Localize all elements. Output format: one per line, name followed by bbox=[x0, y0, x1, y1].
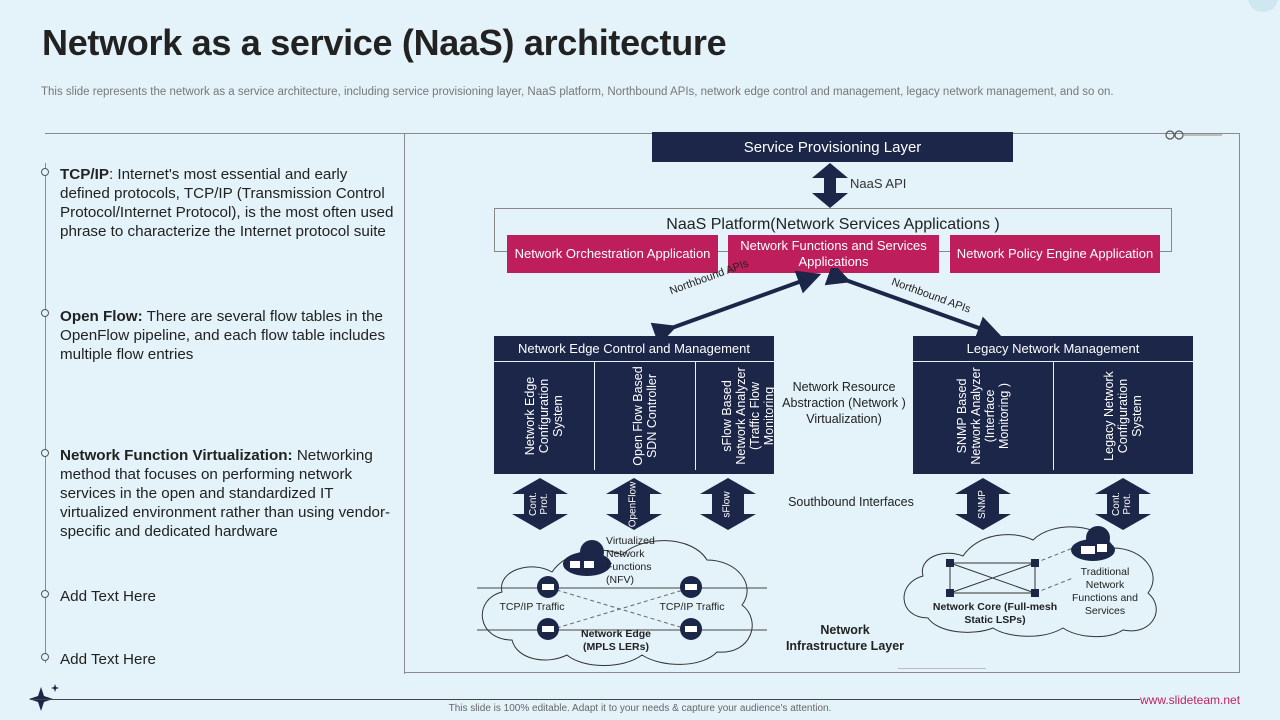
traditional-label: Traditional Network Functions and Servic… bbox=[1072, 566, 1138, 617]
list-item-text: Add Text Here bbox=[60, 651, 156, 668]
footer-note: This slide is 100% editable. Adapt it to… bbox=[448, 703, 832, 714]
decor-circle bbox=[1248, 0, 1278, 12]
southbound-arrow bbox=[512, 478, 568, 530]
list-item-add-text: Add Text Here bbox=[60, 650, 395, 669]
southbound-arrow-label-wrap: Cont. Prot. bbox=[519, 483, 559, 525]
edge-col-label: Open Flow Based SDN Controller bbox=[631, 366, 659, 466]
timeline-dot bbox=[41, 449, 49, 457]
list-item-heading: Network Function Virtualization: bbox=[60, 447, 293, 464]
timeline-line bbox=[45, 163, 46, 663]
edge-col: Network Edge Configuration System bbox=[494, 362, 595, 470]
infrastructure-label: Network Infrastructure Layer bbox=[785, 623, 905, 653]
router-icon bbox=[680, 576, 702, 598]
southbound-arrow-label-wrap: OpenFlow bbox=[613, 481, 653, 527]
legacy-col-label: Legacy Network Configuration System bbox=[1102, 371, 1145, 461]
footer-url[interactable]: www.slideteam.net bbox=[1140, 693, 1241, 707]
network-core-label: Network Core (Full-mesh Static LSPs) bbox=[932, 601, 1058, 626]
node-icon bbox=[1031, 559, 1039, 567]
list-item-openflow: Open Flow: There are several flow tables… bbox=[60, 307, 395, 364]
legacy-box: Legacy Network Management SNMP Based Net… bbox=[913, 336, 1193, 474]
edge-col-label: sFlow Based Network Analyzer (Traffic Fl… bbox=[720, 367, 776, 465]
timeline-dot bbox=[41, 590, 49, 598]
southbound-arrow-label-wrap: sFlow bbox=[707, 483, 747, 525]
node-icon bbox=[946, 559, 954, 567]
router-icon bbox=[537, 618, 559, 640]
service-provisioning-layer: Service Provisioning Layer bbox=[652, 132, 1013, 162]
node-icon bbox=[946, 589, 954, 597]
legacy-col-label: SNMP Based Network Analyzer (Interface M… bbox=[954, 367, 1011, 465]
northbound-arrows bbox=[650, 268, 1002, 343]
list-item-text: There are several flow tables in the Ope… bbox=[60, 308, 386, 363]
link-icon bbox=[1165, 130, 1222, 140]
naas-platform-title: NaaS Platform(Network Services Applicati… bbox=[666, 216, 1000, 233]
list-item-nfv: Network Function Virtualization: Network… bbox=[60, 446, 395, 541]
legacy-title: Legacy Network Management bbox=[913, 336, 1193, 362]
legacy-col: Legacy Network Configuration System bbox=[1054, 362, 1194, 470]
router-icon bbox=[537, 576, 559, 598]
legacy-col: SNMP Based Network Analyzer (Interface M… bbox=[913, 362, 1054, 470]
southbound-arrow-label: sFlow bbox=[721, 490, 733, 518]
southbound-arrow bbox=[700, 478, 756, 530]
timeline-dot bbox=[41, 168, 49, 176]
network-core-cloud bbox=[903, 526, 1157, 638]
node-icon bbox=[1031, 589, 1039, 597]
footer-divider bbox=[30, 699, 1140, 700]
list-item-text: Networking method that focuses on perfor… bbox=[60, 447, 391, 540]
southbound-arrow bbox=[606, 478, 662, 530]
timeline-dot bbox=[41, 309, 49, 317]
tcpip-traffic-right: TCP/IP Traffic bbox=[659, 601, 725, 613]
app-network-functions: Network Functions and Services Applicati… bbox=[728, 235, 939, 273]
list-item-text: Add Text Here bbox=[60, 588, 156, 605]
page-title: Network as a service (NaaS) architecture bbox=[42, 22, 727, 63]
network-edge-cloud bbox=[477, 540, 767, 666]
naas-api-arrow bbox=[812, 163, 848, 208]
list-item-heading: Open Flow: bbox=[60, 308, 143, 325]
edge-col: Open Flow Based SDN Controller bbox=[595, 362, 696, 470]
app-network-orchestration: Network Orchestration Application bbox=[507, 235, 718, 273]
southbound-arrow bbox=[955, 478, 1011, 530]
list-item-text: : Internet's most essential and early de… bbox=[60, 166, 394, 240]
divider bbox=[898, 668, 986, 669]
southbound-arrow-label: Cont. Prot. bbox=[528, 492, 550, 516]
edge-control-box: Network Edge Control and Management Netw… bbox=[494, 336, 776, 474]
southbound-arrow-label: SNMP bbox=[976, 489, 988, 519]
tcpip-traffic-left: TCP/IP Traffic bbox=[499, 601, 565, 613]
cloud-server-icon bbox=[563, 540, 611, 576]
southbound-arrow bbox=[1095, 478, 1151, 530]
edge-control-title: Network Edge Control and Management bbox=[494, 336, 774, 362]
vnf-label: Virtualized Network Functions (NFV) bbox=[606, 535, 655, 586]
list-item-tcpip: TCP/IP: Internet's most essential and ea… bbox=[60, 165, 395, 241]
abstraction-label: Network Resource Abstraction (Network ) … bbox=[782, 380, 906, 426]
southbound-arrow-label: OpenFlow bbox=[627, 481, 639, 527]
page-subtitle: This slide represents the network as a s… bbox=[41, 86, 1114, 98]
app-policy-engine: Network Policy Engine Application bbox=[950, 235, 1160, 273]
southbound-label: Southbound Interfaces bbox=[788, 495, 914, 509]
timeline-dot bbox=[41, 653, 49, 661]
list-item-add-text: Add Text Here bbox=[60, 587, 395, 606]
network-edge-label: Network Edge (MPLS LERs) bbox=[580, 628, 651, 653]
cloud-server-icon bbox=[1071, 526, 1115, 561]
naas-api-label: NaaS API bbox=[850, 176, 907, 191]
list-item-heading: TCP/IP bbox=[60, 166, 109, 183]
edge-col-label: Network Edge Configuration System bbox=[523, 376, 565, 456]
router-icon bbox=[680, 618, 702, 640]
